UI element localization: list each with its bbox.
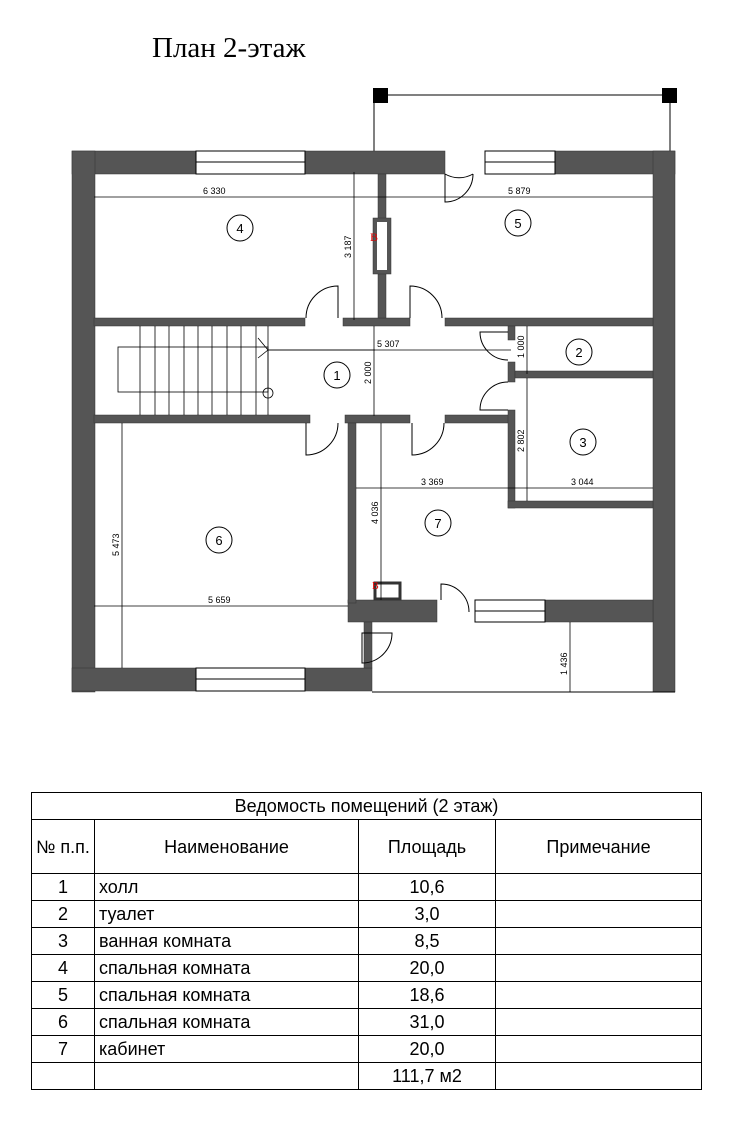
page-title: План 2-этаж <box>152 32 306 64</box>
room-label-7: 7 <box>434 516 441 531</box>
dim-2000: 2 000 <box>363 361 373 384</box>
dim-4036: 4 036 <box>370 501 380 524</box>
row-name: спальная комната <box>94 1008 359 1036</box>
table-caption: Ведомость помещений (2 этаж) <box>31 792 702 820</box>
row-area: 31,0 <box>358 1008 496 1036</box>
row-name: кабинет <box>94 1035 359 1063</box>
porch <box>373 94 671 152</box>
dim-2802: 2 802 <box>516 429 526 452</box>
row-number: 1 <box>31 873 95 901</box>
floor-plan: В В <box>71 88 677 693</box>
dim-6330: 6 330 <box>203 186 226 196</box>
dim-3044: 3 044 <box>571 477 594 487</box>
row-area: 3,0 <box>358 900 496 928</box>
vent <box>373 581 402 601</box>
header-note: Примечание <box>495 819 702 874</box>
row-name: холл <box>94 873 359 901</box>
doors <box>305 173 675 693</box>
dim-1000: 1 000 <box>516 335 526 358</box>
dim-5659: 5 659 <box>208 595 231 605</box>
row-area: 18,6 <box>358 981 496 1009</box>
room-label-5: 5 <box>514 216 521 231</box>
row-area: 20,0 <box>358 1035 496 1063</box>
header-number: № п.п. <box>31 819 95 874</box>
vent-marker: В <box>370 230 378 244</box>
row-note <box>495 1035 702 1063</box>
total-area: 111,7 м2 <box>358 1062 496 1090</box>
chimney <box>377 222 387 270</box>
dim-5307: 5 307 <box>377 339 400 349</box>
dim-5879: 5 879 <box>508 186 531 196</box>
row-name: ванная комната <box>94 927 359 955</box>
row-area: 8,5 <box>358 927 496 955</box>
row-number: 5 <box>31 981 95 1009</box>
row-area: 20,0 <box>358 954 496 982</box>
total-blank <box>94 1062 359 1090</box>
windows <box>195 150 556 692</box>
room-schedule-table: Ведомость помещений (2 этаж) № п.п. Наим… <box>31 792 702 1090</box>
dimension-lines <box>94 172 653 692</box>
dim-3187: 3 187 <box>343 235 353 258</box>
row-name: спальная комната <box>94 954 359 982</box>
total-blank <box>495 1062 702 1090</box>
dim-3369: 3 369 <box>421 477 444 487</box>
dim-5473: 5 473 <box>111 533 121 556</box>
room-label-2: 2 <box>575 345 582 360</box>
room-label-1: 1 <box>333 368 340 383</box>
header-area: Площадь <box>358 819 496 874</box>
row-note <box>495 1008 702 1036</box>
row-number: 4 <box>31 954 95 982</box>
row-note <box>495 900 702 928</box>
row-note <box>495 954 702 982</box>
walls <box>71 150 676 693</box>
porch-column <box>373 88 388 103</box>
row-number: 3 <box>31 927 95 955</box>
row-name: спальная комната <box>94 981 359 1009</box>
row-number: 6 <box>31 1008 95 1036</box>
row-name: туалет <box>94 900 359 928</box>
porch-column <box>662 88 677 103</box>
room-label-3: 3 <box>579 435 586 450</box>
row-number: 7 <box>31 1035 95 1063</box>
row-note <box>495 873 702 901</box>
row-note <box>495 927 702 955</box>
room-label-4: 4 <box>236 221 243 236</box>
total-blank <box>31 1062 95 1090</box>
row-note <box>495 981 702 1009</box>
dim-1436: 1 436 <box>559 652 569 675</box>
row-number: 2 <box>31 900 95 928</box>
room-label-6: 6 <box>215 533 222 548</box>
header-name: Наименование <box>94 819 359 874</box>
vent-marker: В <box>372 581 379 592</box>
room-markers <box>205 209 597 554</box>
row-area: 10,6 <box>358 873 496 901</box>
